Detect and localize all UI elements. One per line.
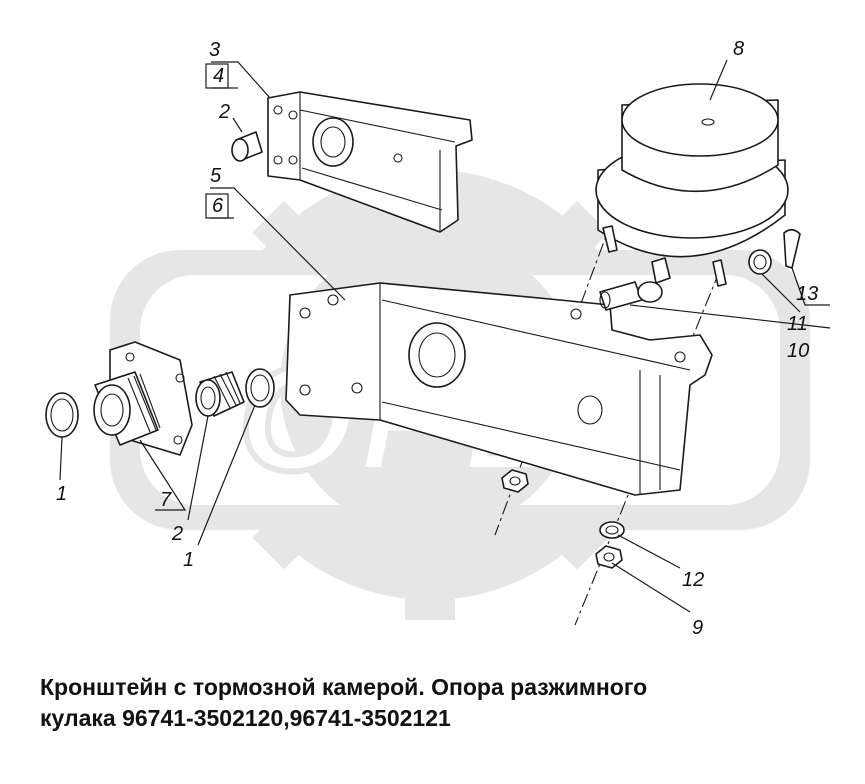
label-1-bottom: 1 xyxy=(183,549,194,571)
label-6-box xyxy=(205,193,229,219)
label-12: 12 xyxy=(682,569,704,591)
label-2-bottom: 2 xyxy=(171,523,183,545)
bracket-upper xyxy=(267,91,473,233)
nut-left xyxy=(501,469,529,493)
label-11: 11 xyxy=(787,313,808,335)
leader-lines xyxy=(59,59,831,613)
washer-12 xyxy=(599,521,625,539)
label-1-left: 1 xyxy=(56,483,67,505)
label-13: 13 xyxy=(796,283,818,305)
flange xyxy=(93,341,193,456)
label-4-box xyxy=(205,63,229,89)
caption-line-2: кулака 96741-3502120,96741-3502121 xyxy=(40,705,451,731)
seal-ring-left xyxy=(45,392,79,438)
diagram-caption: Кронштейн с тормозной камерой. Опора раз… xyxy=(40,672,840,734)
brake-chamber xyxy=(595,83,789,287)
label-3: 3 xyxy=(209,39,220,61)
nut-9 xyxy=(595,545,623,569)
clevis xyxy=(599,281,663,311)
exploded-parts-diagram: OPEX xyxy=(45,38,831,639)
washer-11 xyxy=(748,249,772,275)
label-8: 8 xyxy=(733,38,744,60)
label-4: 4 xyxy=(213,65,224,87)
caption-line-1: Кронштейн с тормозной камерой. Опора раз… xyxy=(40,674,648,700)
bushing-upper xyxy=(231,131,263,162)
label-5: 5 xyxy=(210,165,222,187)
label-2-top: 2 xyxy=(218,101,230,123)
label-10: 10 xyxy=(787,340,809,362)
label-6: 6 xyxy=(212,195,224,217)
label-7: 7 xyxy=(160,489,172,511)
bracket-main xyxy=(285,282,713,496)
seal-ring-right xyxy=(245,368,275,408)
cotter-pin xyxy=(783,228,801,269)
label-9: 9 xyxy=(692,617,703,639)
bushing-lower xyxy=(195,371,245,417)
axis-line-right xyxy=(574,269,721,626)
